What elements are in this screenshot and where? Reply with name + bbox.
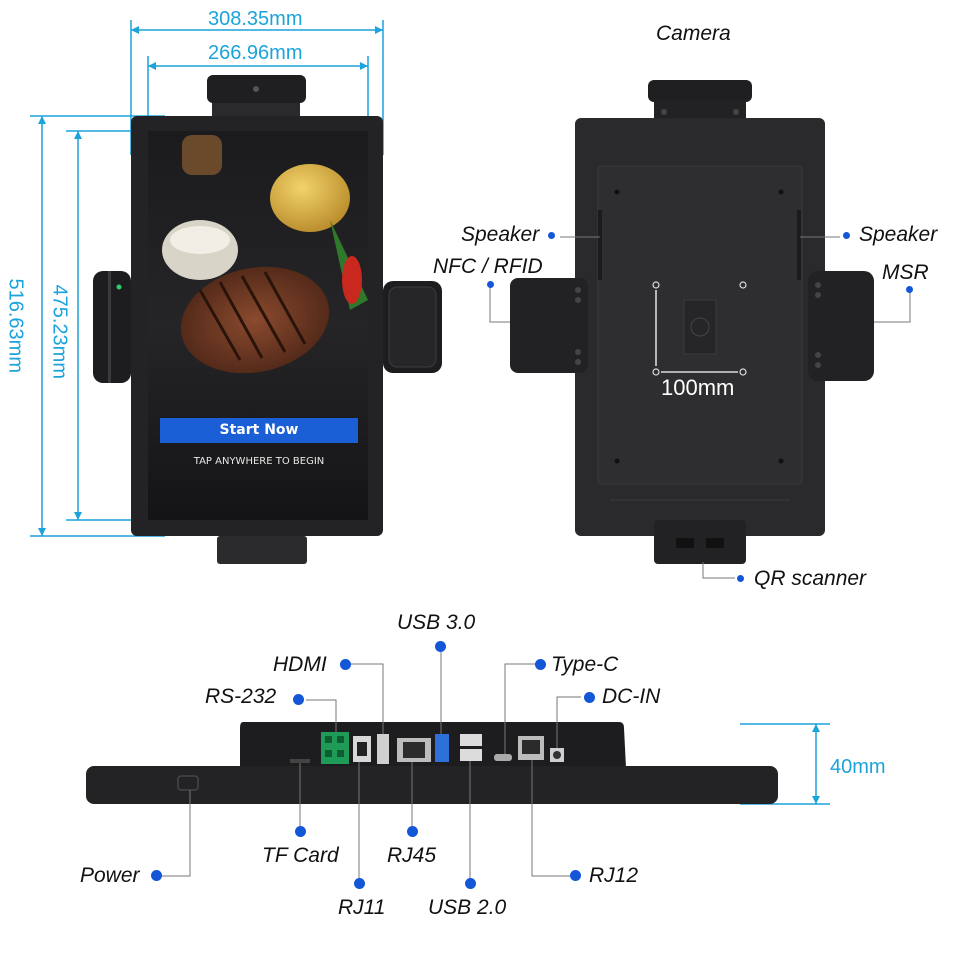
depth-label: 40mm: [830, 756, 886, 778]
qr-label: QR scanner: [754, 567, 867, 590]
front-msr-module: [93, 271, 131, 383]
usb2-port-bottom: [460, 749, 482, 761]
speaker-left-label: Speaker: [461, 223, 540, 246]
speaker-left-dot: [548, 232, 555, 239]
dcin-label: DC-IN: [602, 685, 661, 708]
back-camera: [648, 80, 752, 102]
rj12-dot: [570, 870, 581, 881]
speaker-right-dot: [843, 232, 850, 239]
usb2-port-top: [460, 734, 482, 746]
back-qr-scanner: [654, 520, 746, 564]
back-msr-module: [808, 271, 874, 381]
start-now-label: Start Now: [219, 422, 299, 438]
start-now-button[interactable]: [160, 418, 358, 443]
outer-width-label: 308.35mm: [208, 8, 303, 30]
dcin-dot: [584, 692, 595, 703]
rj45-label: RJ45: [387, 844, 437, 867]
usb2-label: USB 2.0: [428, 896, 507, 919]
usb2-dot: [465, 878, 476, 889]
power-label: Power: [80, 864, 140, 887]
dimension-lines: [30, 20, 830, 805]
rj45-dot: [407, 826, 418, 837]
tf-dot: [295, 826, 306, 837]
power-dot: [151, 870, 162, 881]
inner-width-label: 266.96mm: [208, 42, 303, 64]
typec-dot: [535, 659, 546, 670]
tf-label: TF Card: [262, 844, 339, 867]
rj11-label: RJ11: [338, 896, 386, 919]
msr-label: MSR: [882, 261, 929, 284]
speaker-right-label: Speaker: [859, 223, 938, 246]
usb3-label: USB 3.0: [397, 611, 476, 634]
device-side-slab: [86, 766, 778, 804]
usb3-port: [435, 734, 449, 762]
back-nfc-module: [510, 278, 588, 373]
hdmi-label: HDMI: [273, 653, 327, 676]
rs232-dot: [293, 694, 304, 705]
typec-label: Type-C: [551, 653, 619, 676]
msr-dot: [906, 286, 913, 293]
rj12-label: RJ12: [589, 864, 639, 887]
hdmi-dot: [340, 659, 351, 670]
typec-port: [494, 754, 512, 761]
rj11-dot: [354, 878, 365, 889]
rs232-port: [321, 732, 349, 764]
nfc-label: NFC / RFID: [433, 255, 543, 278]
nfc-dot: [487, 281, 494, 288]
camera-label: Camera: [656, 22, 731, 45]
hdmi-port: [377, 734, 389, 764]
rs232-label: RS-232: [205, 685, 277, 708]
qr-dot: [737, 575, 744, 582]
vesa-label: 100mm: [661, 375, 735, 400]
tap-hint: TAP ANYWHERE TO BEGIN: [193, 456, 325, 467]
usb3-dot: [435, 641, 446, 652]
